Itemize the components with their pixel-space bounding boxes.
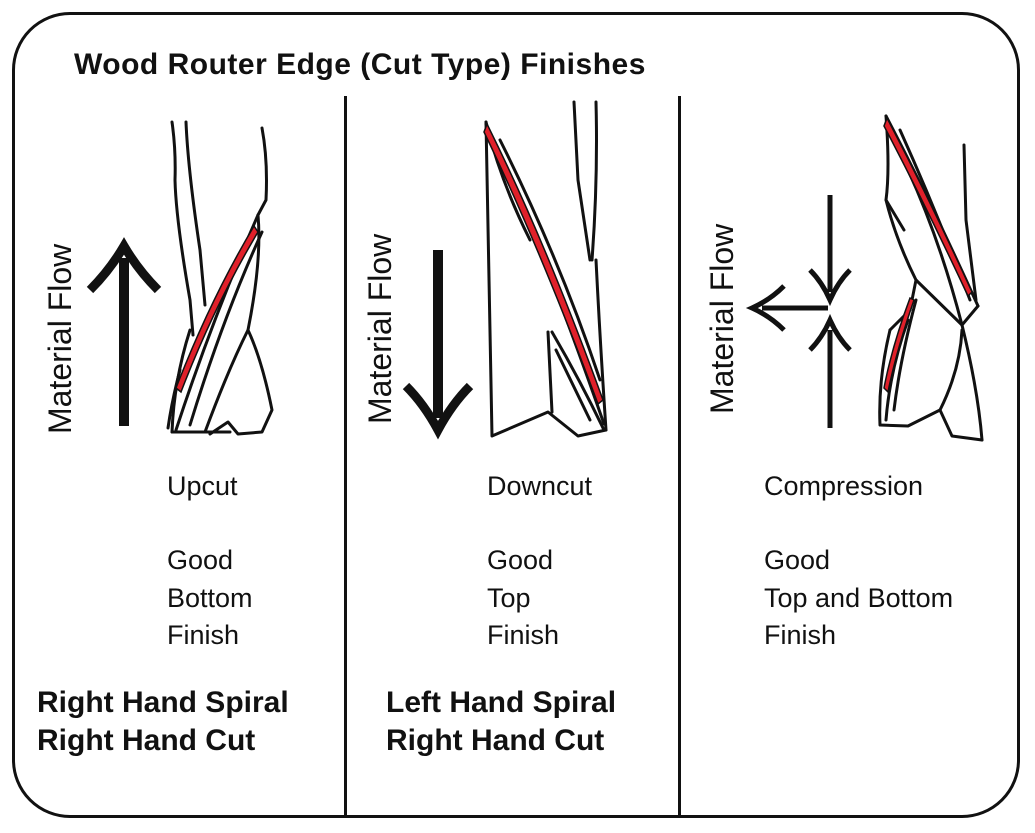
panel-divider-1 [344,96,347,818]
upcut-spiral-line-2: Right Hand Cut [37,724,256,757]
compression-upper-flute-highlight [883,116,973,298]
diagram-frame [12,12,1020,818]
downcut-flow-arrow [402,250,474,440]
compression-finish-line-2: Top and Bottom [764,582,954,613]
downcut-finish-line-1: Good [487,545,554,575]
upcut-finish-line-3: Finish [167,620,240,650]
downcut-spiral-text: Left Hand Spiral Right Hand Cut [386,684,616,760]
diagram-title: Wood Router Edge (Cut Type) Finishes [74,48,646,81]
compression-bit [878,114,984,442]
downcut-spiral-line-2: Right Hand Cut [386,724,605,757]
upcut-spiral-text: Right Hand Spiral Right Hand Cut [37,684,289,760]
downcut-flute-highlight [483,122,604,406]
downcut-cut-name: Downcut [487,471,593,501]
upcut-spiral-line-1: Right Hand Spiral [37,686,289,719]
compression-material-flow-label: Material Flow [704,223,740,414]
downcut-finish-line-2: Top [487,582,531,613]
downcut-finish-text: Good Top Finish [487,542,559,655]
upcut-finish-line-2: Bottom [167,582,253,613]
upcut-finish-text: Good Bottom Finish [167,542,253,655]
compression-cut-name: Compression [764,471,924,501]
compression-lower-flute-highlight [883,296,915,394]
panel-divider-2 [678,96,681,818]
upcut-flow-arrow [86,237,162,426]
upcut-finish-line-1: Good [167,545,234,575]
compression-finish-text: Good Top and Bottom Finish [764,542,953,655]
compression-finish-line-3: Finish [764,620,837,650]
upcut-material-flow-label: Material Flow [42,243,78,434]
upcut-cut-name: Upcut [167,471,238,501]
upcut-flute-highlight [175,224,259,394]
downcut-finish-line-3: Finish [487,620,560,650]
downcut-material-flow-label: Material Flow [362,233,398,424]
compression-flow-arrows [745,195,852,428]
compression-finish-line-1: Good [764,545,831,575]
downcut-spiral-line-1: Left Hand Spiral [386,686,617,719]
